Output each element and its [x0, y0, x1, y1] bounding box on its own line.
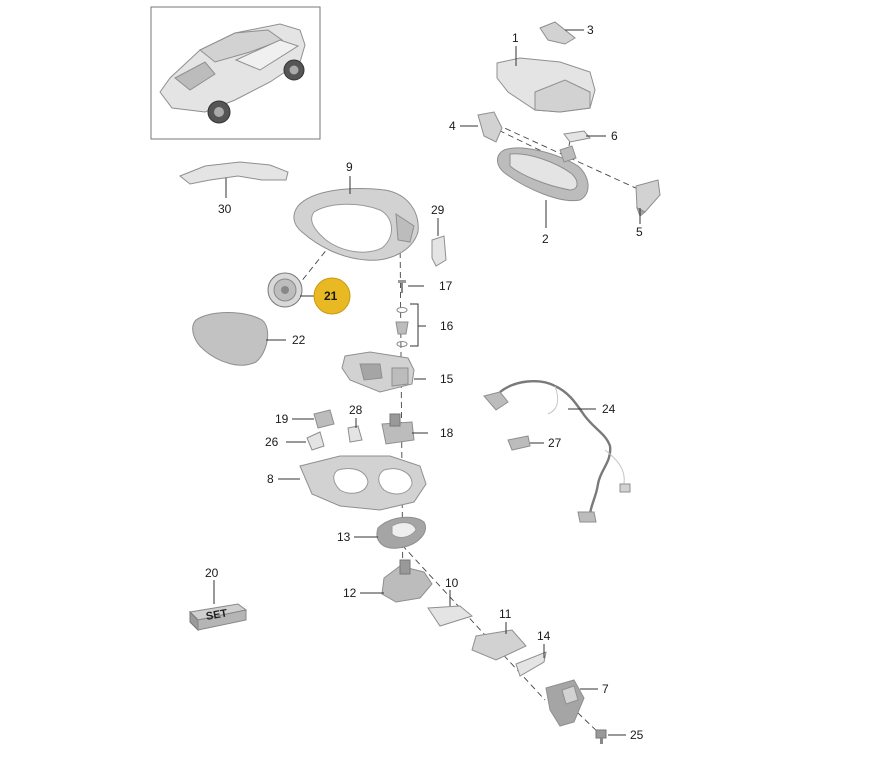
label-part-28: 28: [349, 403, 363, 417]
label-part-3: 3: [587, 23, 594, 37]
label-part-16: 16: [440, 319, 454, 333]
label-part-4: 4: [449, 119, 456, 133]
part-14-clip: [515, 651, 547, 677]
part-17-screw: [398, 280, 406, 293]
label-part-17: 17: [439, 279, 453, 293]
label-part-15: 15: [440, 372, 454, 386]
part-12-mirror-base: [381, 559, 433, 603]
part-1-housing-cover: [496, 57, 596, 113]
label-part-24: 24: [602, 402, 616, 416]
leader-lines: [213, 29, 641, 736]
part-19-clip: [313, 409, 335, 429]
part-29-cap: [431, 235, 447, 267]
part-16-spring-set: [395, 307, 409, 347]
part-6-clip: [559, 130, 591, 163]
label-part-13: 13: [337, 530, 351, 544]
label-part-22: 22: [292, 333, 306, 347]
label-part-27: 27: [548, 436, 562, 450]
label-part-25: 25: [630, 728, 644, 742]
part-11-plate: [471, 629, 527, 661]
label-part-19: 19: [275, 412, 289, 426]
part-26-cap: [306, 431, 325, 451]
part-7-lower-cover: [545, 679, 585, 727]
part-22-mirror-glass: [192, 312, 269, 366]
label-part-21: 21: [324, 289, 338, 303]
label-part-2: 2: [542, 232, 549, 246]
vehicle-thumbnail: [150, 6, 321, 140]
label-part-26: 26: [265, 435, 279, 449]
label-part-8: 8: [267, 472, 274, 486]
set-box-text: SET: [205, 607, 228, 623]
label-part-30: 30: [218, 202, 232, 216]
part-10-seal: [427, 605, 474, 627]
part-24-wiring-harness: [483, 380, 631, 523]
label-part-6: 6: [611, 129, 618, 143]
part-20-set-box: SET: [188, 603, 248, 632]
part-13-gasket: [376, 516, 426, 549]
label-part-1: 1: [512, 31, 519, 45]
part-27-connector: [507, 435, 531, 451]
part-21-heating-plate: [267, 272, 303, 308]
label-part-14: 14: [537, 629, 551, 643]
part-4-bracket: [477, 111, 503, 143]
part-25-screw: [595, 729, 607, 744]
part-3-clip: [539, 21, 576, 45]
label-part-29: 29: [431, 203, 445, 217]
part-21-highlight: [313, 277, 351, 315]
part-9-mirror-frame: [293, 188, 419, 261]
label-part-12: 12: [343, 586, 357, 600]
part-28-cap: [347, 425, 363, 443]
part-8-base-housing: [299, 455, 427, 511]
label-part-11: 11: [499, 607, 512, 621]
part-15-adjuster-bracket: [341, 351, 415, 393]
label-part-9: 9: [346, 160, 353, 174]
label-part-7: 7: [602, 682, 609, 696]
label-part-18: 18: [440, 426, 454, 440]
part-18-motor: [381, 413, 415, 445]
part-30-trim-strip: [179, 161, 289, 185]
label-part-5: 5: [636, 225, 643, 239]
part-5-cover: [635, 179, 661, 217]
part-labels: 1 3 4 6 2 5 9 30 29 17 16 15 21 22 24 27…: [205, 23, 644, 742]
label-part-10: 10: [445, 576, 459, 590]
label-part-20: 20: [205, 566, 219, 580]
